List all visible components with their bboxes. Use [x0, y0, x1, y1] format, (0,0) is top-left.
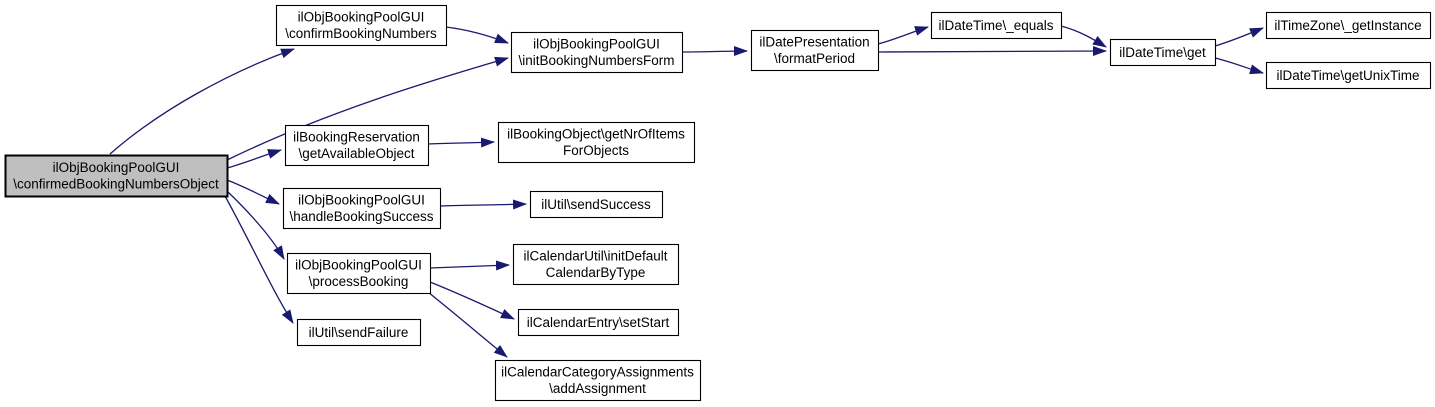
node-label-line: ilObjBookingPoolGUI	[53, 160, 180, 175]
node-label-equals: ilDateTime\_equals	[938, 18, 1053, 33]
node-confirmedBookingNumbersObject[interactable]: ilObjBookingPoolGUI \confirmedBookingNumb…	[4, 154, 229, 198]
node-label-line: ilUtil\sendFailure	[309, 325, 409, 340]
node-label-line: \handleBookingSuccess	[289, 209, 433, 224]
edge-equals-to-get	[1060, 25, 1107, 48]
node-label-line: ilObjBookingPoolGUI	[533, 37, 660, 52]
node-box-formatPeriod[interactable]	[750, 29, 880, 72]
node-label-line: ilObjBookingPoolGUI	[298, 10, 425, 25]
node-box-sendSuccess[interactable]	[529, 190, 664, 219]
node-getInstance[interactable]: ilTimeZone\_getInstance	[1265, 11, 1432, 40]
edge-confirmBookingNumbers-to-initBookingNumbersForm	[445, 26, 509, 44]
edge-processBooking-to-initDefaultCalendarByType	[429, 260, 510, 271]
node-label-line: ilCalendarEntry\setStart	[527, 315, 670, 330]
node-equals[interactable]: ilDateTime\_equals	[930, 11, 1063, 40]
node-label-formatPeriod: ilDatePresentation\formatPeriod	[759, 35, 869, 67]
node-label-line: ilUtil\sendSuccess	[541, 197, 651, 212]
node-label-handleBookingSuccess: ilObjBookingPoolGUI\handleBookingSuccess	[289, 193, 433, 225]
node-label-getInstance: ilTimeZone\_getInstance	[1274, 18, 1421, 33]
edge-handleBookingSuccess-to-sendSuccess	[439, 199, 527, 210]
edge-confirmedBookingNumbersObject-to-sendFailure	[224, 195, 294, 324]
node-label-line: \formatPeriod	[774, 51, 855, 66]
node-box-getAvailableObject[interactable]	[284, 124, 430, 167]
node-box-addAssignment[interactable]	[494, 359, 702, 402]
node-label-line: ilObjBookingPoolGUI	[295, 258, 422, 273]
node-box-sendFailure[interactable]	[296, 318, 422, 347]
node-label-line: CalendarByType	[546, 265, 646, 280]
edge-confirmedBookingNumbersObject-to-confirmBookingNumbers	[109, 48, 295, 155]
node-addAssignment[interactable]: ilCalendarCategoryAssignments\addAssignm…	[494, 359, 702, 402]
node-sendSuccess[interactable]: ilUtil\sendSuccess	[529, 190, 664, 219]
node-box-confirmedBookingNumbersObject[interactable]	[4, 154, 229, 198]
node-label-line: ilDateTime\_equals	[938, 18, 1053, 33]
node-initBookingNumbersForm[interactable]: ilObjBookingPoolGUI\initBookingNumbersFo…	[510, 31, 684, 74]
node-setStart[interactable]: ilCalendarEntry\setStart	[517, 308, 680, 337]
node-label-getUnixTime: ilDateTime\getUnixTime	[1276, 68, 1419, 83]
node-label-sendSuccess: ilUtil\sendSuccess	[541, 197, 651, 212]
node-label-line: \getAvailableObject	[298, 146, 414, 161]
node-box-getInstance[interactable]	[1265, 11, 1432, 40]
edge-initBookingNumbersForm-to-formatPeriod	[681, 46, 748, 57]
node-label-line: \initBookingNumbersForm	[518, 53, 674, 68]
node-box-getNrOfItemsForObjects[interactable]	[497, 121, 696, 164]
node-box-handleBookingSuccess[interactable]	[282, 187, 442, 230]
edge-confirmedBookingNumbersObject-to-handleBookingSuccess	[226, 179, 280, 205]
node-get[interactable]: ilDateTime\get	[1109, 38, 1217, 67]
node-box-initBookingNumbersForm[interactable]	[510, 31, 684, 74]
node-box-processBooking[interactable]	[286, 252, 432, 295]
edge-processBooking-to-addAssignment	[427, 291, 508, 358]
edge-processBooking-to-setStart	[429, 281, 515, 320]
node-label-line: ilCalendarUtil\initDefault	[523, 249, 667, 264]
edge-confirmedBookingNumbersObject-to-initBookingNumbersForm	[226, 56, 509, 161]
node-getUnixTime[interactable]: ilDateTime\getUnixTime	[1265, 61, 1432, 90]
edge-formatPeriod-to-get	[877, 46, 1107, 57]
node-label-processBooking: ilObjBookingPoolGUI\processBooking	[295, 258, 422, 290]
node-box-confirmBookingNumbers[interactable]	[275, 4, 448, 47]
node-label-line: ilDatePresentation	[759, 35, 869, 50]
node-label-line: ilDateTime\getUnixTime	[1276, 68, 1419, 83]
node-box-initDefaultCalendarByType[interactable]	[512, 243, 680, 286]
node-label-getAvailableObject: ilBookingReservation\getAvailableObject	[293, 130, 420, 162]
node-box-equals[interactable]	[930, 11, 1063, 40]
node-box-get[interactable]	[1109, 38, 1217, 67]
node-label-line: ilBookingObject\getNrOfItems	[507, 127, 685, 142]
node-label-initBookingNumbersForm: ilObjBookingPoolGUI\initBookingNumbersFo…	[518, 37, 674, 69]
node-handleBookingSuccess[interactable]: ilObjBookingPoolGUI\handleBookingSuccess	[282, 187, 442, 230]
edge-getAvailableObject-to-getNrOfItemsForObjects	[427, 137, 495, 148]
node-label-setStart: ilCalendarEntry\setStart	[527, 315, 670, 330]
node-box-setStart[interactable]	[517, 308, 680, 337]
node-confirmBookingNumbers[interactable]: ilObjBookingPoolGUI\confirmBookingNumber…	[275, 4, 448, 47]
edge-confirmedBookingNumbersObject-to-processBooking	[226, 190, 285, 260]
node-label-sendFailure: ilUtil\sendFailure	[309, 325, 409, 340]
node-label-confirmBookingNumbers: ilObjBookingPoolGUI\confirmBookingNumber…	[285, 10, 437, 42]
node-label-line: \confirmBookingNumbers	[285, 26, 437, 41]
node-label-line: ForObjects	[563, 143, 629, 158]
edge-confirmedBookingNumbersObject-to-getAvailableObject	[226, 149, 282, 169]
node-label-line: ilBookingReservation	[293, 130, 420, 145]
node-formatPeriod[interactable]: ilDatePresentation\formatPeriod	[750, 29, 880, 72]
node-label-line: \addAssignment	[549, 381, 646, 396]
node-label-line: ilCalendarCategoryAssignments	[501, 365, 694, 380]
node-processBooking[interactable]: ilObjBookingPoolGUI\processBooking	[286, 252, 432, 295]
node-label-confirmedBookingNumbersObject: ilObjBookingPoolGUI \confirmedBookingNumb…	[13, 160, 219, 192]
node-label-line: ilObjBookingPoolGUI	[298, 193, 425, 208]
node-label-get: ilDateTime\get	[1119, 45, 1206, 60]
node-label-line: ilTimeZone\_getInstance	[1274, 18, 1421, 33]
node-box-getUnixTime[interactable]	[1265, 61, 1432, 90]
node-label-line: \processBooking	[309, 274, 409, 289]
node-getAvailableObject[interactable]: ilBookingReservation\getAvailableObject	[284, 124, 430, 167]
node-label-line: ilDateTime\get	[1119, 45, 1206, 60]
edge-get-to-getInstance	[1214, 27, 1264, 47]
node-label-addAssignment: ilCalendarCategoryAssignments\addAssignm…	[501, 365, 694, 397]
node-label-line: \confirmedBookingNumbersObject	[13, 177, 219, 192]
node-sendFailure[interactable]: ilUtil\sendFailure	[296, 318, 422, 347]
edge-get-to-getUnixTime	[1214, 57, 1264, 75]
edge-formatPeriod-to-equals	[877, 26, 929, 45]
